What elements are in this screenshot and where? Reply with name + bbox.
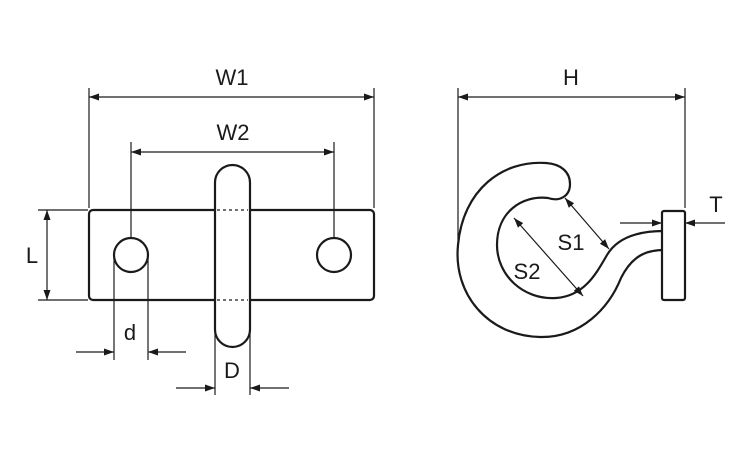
dimension-w1: W1: [88, 65, 375, 208]
dimension-d-small: d: [76, 258, 186, 360]
label-w1: W1: [216, 65, 249, 90]
dimension-d-large: D: [176, 330, 289, 395]
dimension-l: L: [26, 209, 88, 301]
label-d-small: d: [124, 320, 136, 345]
label-s1: S1: [558, 230, 585, 255]
mounting-hole-left: [112, 236, 150, 274]
label-d-large: D: [224, 358, 240, 383]
plate-view: [87, 163, 376, 349]
label-l: L: [26, 243, 38, 268]
label-w2: W2: [217, 120, 250, 145]
hook-head: [660, 209, 687, 302]
dimension-h: H: [457, 65, 686, 240]
mounting-hole-right: [315, 236, 353, 274]
label-t: T: [709, 192, 722, 217]
label-h: H: [563, 65, 579, 90]
dimension-s2: S2: [514, 217, 584, 297]
dimension-t: T: [620, 192, 725, 227]
dimension-w2: W2: [130, 120, 335, 237]
eye-loop: [213, 163, 252, 349]
dimension-s1: S1: [558, 197, 610, 255]
label-s2: S2: [514, 259, 541, 284]
